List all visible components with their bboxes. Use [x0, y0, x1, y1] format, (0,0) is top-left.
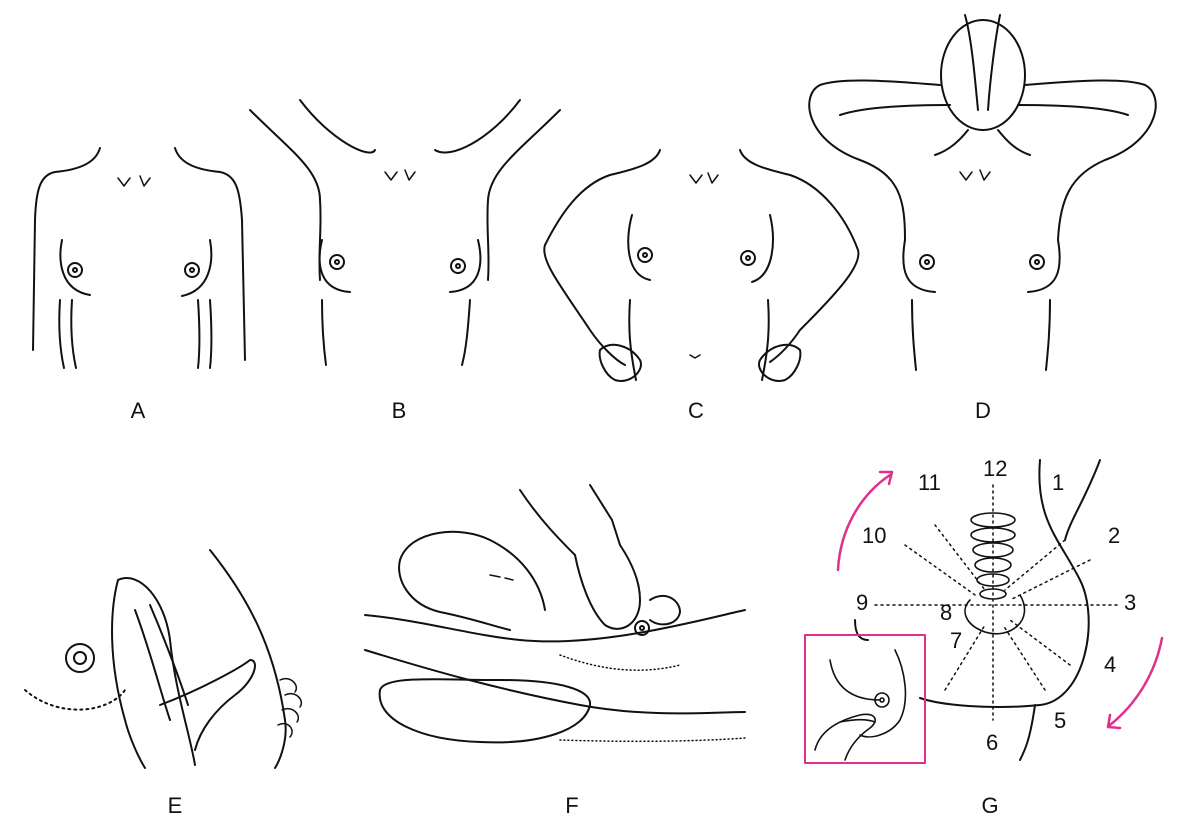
- panel-c-figure: [543, 149, 860, 382]
- direction-arrows: [836, 470, 1164, 730]
- clock-number-12: 12: [983, 456, 1007, 481]
- panel-e-figure: [24, 549, 302, 769]
- panel-label-e: E: [167, 793, 183, 818]
- clock-number-3: 3: [1124, 590, 1136, 615]
- clock-number-1: 1: [1052, 470, 1064, 495]
- spiral-coil: [964, 512, 1026, 635]
- clock-number-7: 7: [950, 628, 962, 653]
- panel-g-figure: 12 1 2 3 4 5 6 7 8 9 10 11: [804, 456, 1164, 764]
- inset-frame: [804, 634, 926, 764]
- panel-label-c: C: [688, 398, 704, 423]
- radial-guide-lines: [874, 484, 1121, 721]
- panel-label-g: G: [981, 793, 999, 818]
- clock-number-9: 9: [856, 590, 868, 615]
- panel-b-figure: [249, 99, 561, 366]
- clock-number-6: 6: [986, 730, 998, 755]
- clock-number-8: 8: [940, 600, 952, 625]
- clock-number-2: 2: [1108, 523, 1120, 548]
- panel-f-figure: [364, 484, 746, 744]
- panel-a-figure: [32, 147, 246, 369]
- panel-label-d: D: [975, 398, 991, 423]
- panel-label-f: F: [565, 793, 579, 818]
- panel-d-figure: [808, 14, 1157, 371]
- clock-number-4: 4: [1104, 652, 1116, 677]
- panel-label-a: A: [130, 398, 146, 423]
- clock-number-11: 11: [918, 470, 941, 495]
- clock-number-10: 10: [862, 523, 886, 548]
- clock-number-5: 5: [1054, 708, 1066, 733]
- inset-hand-figure: [814, 649, 907, 761]
- panel-label-b: B: [391, 398, 407, 423]
